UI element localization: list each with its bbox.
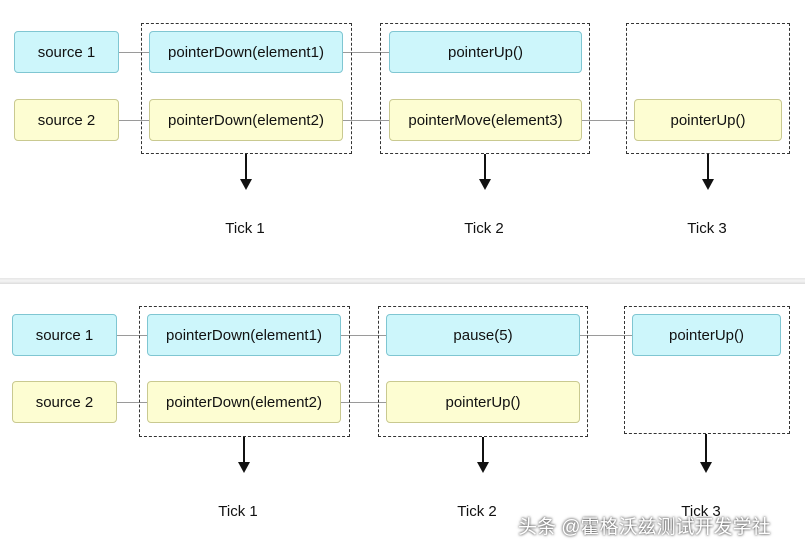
down-arrow bbox=[243, 437, 245, 463]
tick1-action-source2: pointerDown(element2) bbox=[147, 381, 341, 423]
arrow-head-icon bbox=[240, 179, 252, 190]
tick1-action-source1: pointerDown(element1) bbox=[149, 31, 343, 73]
connector bbox=[341, 335, 386, 336]
tick3-action-source1: pointerUp() bbox=[632, 314, 781, 356]
tick-2-group bbox=[380, 23, 590, 154]
tick2-action-source1: pause(5) bbox=[386, 314, 580, 356]
connector bbox=[580, 335, 632, 336]
tick-2-label: Tick 2 bbox=[464, 220, 504, 237]
source-2-box: source 2 bbox=[12, 381, 117, 423]
connector bbox=[343, 52, 389, 53]
arrow-head-icon bbox=[702, 179, 714, 190]
arrow-head-icon bbox=[479, 179, 491, 190]
tick2-action-source2: pointerMove(element3) bbox=[389, 99, 582, 141]
connector bbox=[119, 52, 149, 53]
tick1-action-source2: pointerDown(element2) bbox=[149, 99, 343, 141]
source-1-box: source 1 bbox=[12, 314, 117, 356]
tick-3-group bbox=[624, 306, 790, 434]
connector bbox=[117, 402, 147, 403]
arrow-head-icon bbox=[238, 462, 250, 473]
down-arrow bbox=[707, 154, 709, 180]
tick-2-label: Tick 2 bbox=[457, 503, 497, 520]
down-arrow bbox=[484, 154, 486, 180]
source-1-box: source 1 bbox=[14, 31, 119, 73]
diagram-bottom: source 1 source 2 pointerDown(element1) … bbox=[0, 284, 805, 552]
tick-1-label: Tick 1 bbox=[218, 503, 258, 520]
tick-3-group bbox=[626, 23, 790, 154]
watermark: 头条 @霍格沃兹测试开发学社 bbox=[518, 517, 771, 538]
tick2-action-source2: pointerUp() bbox=[386, 381, 580, 423]
down-arrow bbox=[245, 154, 247, 180]
tick-2-group bbox=[378, 306, 588, 437]
arrow-head-icon bbox=[700, 462, 712, 473]
connector bbox=[343, 120, 389, 121]
connector bbox=[117, 335, 147, 336]
tick3-action-source2: pointerUp() bbox=[634, 99, 782, 141]
tick-3-label: Tick 3 bbox=[681, 503, 721, 520]
down-arrow bbox=[482, 437, 484, 463]
arrow-head-icon bbox=[477, 462, 489, 473]
tick-1-label: Tick 1 bbox=[225, 220, 265, 237]
panel-separator bbox=[0, 278, 805, 284]
diagram-top: source 1 source 2 pointerDown(element1) … bbox=[14, 23, 790, 237]
tick2-action-source1: pointerUp() bbox=[389, 31, 582, 73]
tick-1-group bbox=[141, 23, 352, 154]
connector bbox=[119, 120, 149, 121]
down-arrow bbox=[705, 434, 707, 463]
connector bbox=[341, 402, 386, 403]
tick1-action-source1: pointerDown(element1) bbox=[147, 314, 341, 356]
tick-3-label: Tick 3 bbox=[687, 220, 727, 237]
tick-1-group bbox=[139, 306, 350, 437]
connector bbox=[582, 120, 634, 121]
source-2-box: source 2 bbox=[14, 99, 119, 141]
